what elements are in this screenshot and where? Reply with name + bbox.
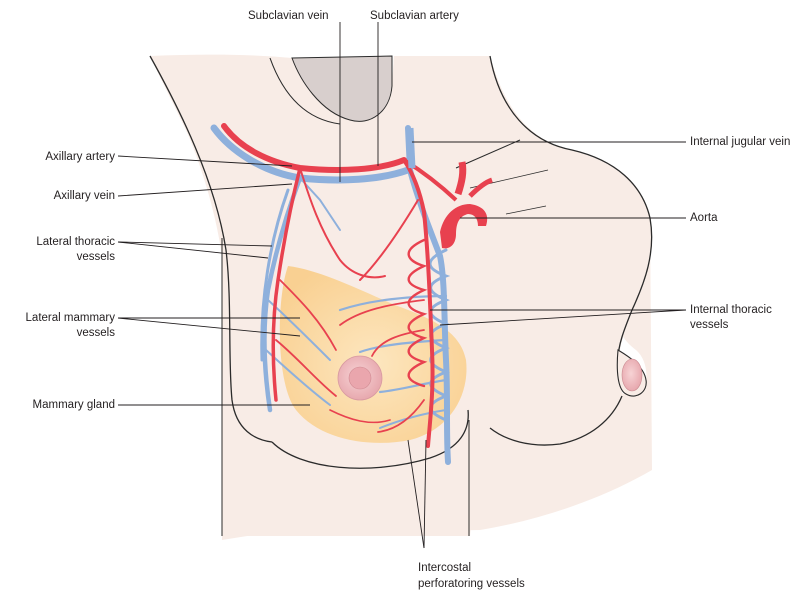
right-nipple — [622, 359, 642, 391]
label-lateral-thoracic-line2: vessels — [5, 250, 115, 264]
label-axillary-artery: Axillary artery — [25, 150, 115, 164]
label-subclavian-artery: Subclavian artery — [370, 9, 459, 23]
label-intercostal-line2: perforatoring vessels — [418, 577, 525, 591]
label-internal-thoracic-line1: Internal thoracic — [690, 303, 772, 317]
label-axillary-vein: Axillary vein — [25, 189, 115, 203]
label-aorta: Aorta — [690, 211, 718, 225]
nipple — [349, 367, 371, 389]
label-internal-thoracic-line2: vessels — [690, 318, 728, 332]
label-internal-jugular-vein: Internal jugular vein — [690, 135, 790, 149]
label-subclavian-vein: Subclavian vein — [248, 9, 329, 23]
label-lateral-mammary-line2: vessels — [0, 326, 115, 340]
label-lateral-thoracic-line1: Lateral thoracic — [5, 235, 115, 249]
label-intercostal-line1: Intercostal — [418, 561, 471, 575]
label-mammary-gland: Mammary gland — [0, 398, 115, 412]
label-lateral-mammary-line1: Lateral mammary — [0, 311, 115, 325]
jugular-vein — [410, 128, 412, 168]
